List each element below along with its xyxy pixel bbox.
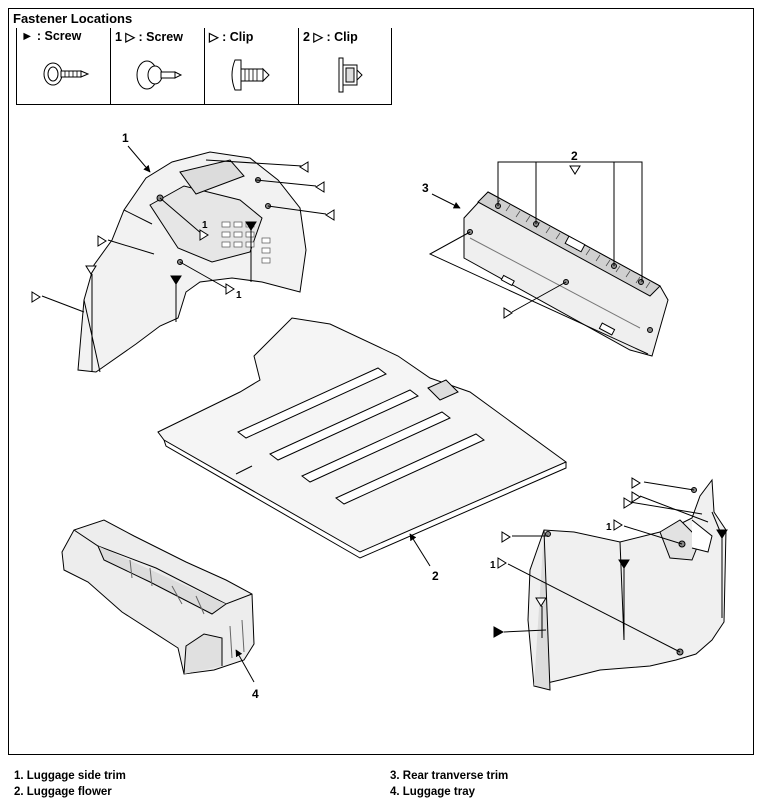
screw-symbols	[170, 221, 728, 638]
clip-symbol	[31, 291, 41, 303]
fastener-label-screw: ► : Screw	[21, 29, 82, 43]
screw-washer-symbol	[613, 519, 623, 531]
legend-item-2: 2. Luggage flower	[14, 786, 112, 798]
clip-symbol	[299, 161, 309, 173]
clip-symbol	[85, 265, 97, 275]
fastener-label-screw-washer: 1 ▷ : Screw	[115, 30, 183, 44]
fastener-marker-1b: 1	[236, 290, 242, 301]
clip-symbol	[325, 209, 335, 221]
clip-symbol	[569, 165, 581, 175]
push-clip-icon	[231, 59, 270, 91]
clip-symbol	[535, 597, 547, 607]
screw-symbol	[618, 559, 630, 569]
screw-with-washer-icon	[136, 60, 183, 90]
numbered-fastener-symbols	[199, 229, 623, 569]
clip-symbol	[501, 531, 511, 543]
fastener-cell-clip: ▷ : Clip	[204, 28, 298, 105]
fastener-cell-screw-washer: 1 ▷ : Screw	[110, 28, 204, 105]
fastener-locations-title: Fastener Locations	[13, 11, 133, 26]
callout-arrows	[127, 145, 461, 683]
clip-symbol	[623, 497, 633, 509]
fastener-cell-retainer-clip: 2 ▷ : Clip	[298, 28, 392, 105]
screw-icon	[43, 62, 90, 86]
leader-lines	[41, 159, 723, 653]
fastener-cell-screw: ► : Screw	[17, 28, 110, 105]
callout-part-3: 3	[422, 181, 429, 195]
luggage-side-trim-right	[527, 478, 727, 691]
fastener-marker-1d: 1	[490, 560, 496, 571]
luggage-floor-board	[157, 317, 567, 559]
screw-symbol	[170, 275, 182, 285]
retainer-clip-icon	[338, 57, 363, 93]
legend-item-1: 1. Luggage side trim	[14, 770, 126, 782]
callout-part-4: 4	[252, 687, 259, 701]
clip-symbol	[631, 477, 641, 489]
callout-part-2-top: 2	[571, 149, 578, 163]
screw-washer-symbol	[497, 557, 507, 569]
screw-symbol	[493, 626, 505, 638]
luggage-tray	[61, 519, 255, 675]
screw-symbol	[716, 529, 728, 539]
luggage-side-trim-left	[77, 151, 307, 373]
fastener-legend-table: ► : Screw 1 ▷ : Screw ▷ : Cl	[16, 28, 392, 105]
screw-washer-symbol	[199, 229, 209, 241]
fastener-marker-1c: 1	[606, 522, 612, 533]
clip-symbol	[503, 307, 513, 319]
fastener-label-clip: ▷ : Clip	[209, 30, 254, 44]
rear-transverse-trim	[463, 191, 669, 357]
clip-symbol	[631, 491, 641, 503]
callout-part-2-floor: 2	[432, 569, 439, 583]
screw-symbol	[245, 221, 257, 231]
screw-washer-symbol	[225, 283, 235, 295]
fastener-label-retainer-clip: 2 ▷ : Clip	[303, 30, 358, 44]
exploded-view-diagram: 1 2 3 2 4 1 1 1 1	[31, 131, 728, 701]
callout-part-1: 1	[122, 131, 129, 145]
diagram-frame	[8, 8, 754, 755]
clip-symbols	[31, 161, 641, 607]
clip-symbol	[97, 235, 107, 247]
clip-symbol	[315, 181, 325, 193]
legend-item-3: 3. Rear tranverse trim	[390, 770, 509, 782]
legend-item-4: 4. Luggage tray	[390, 786, 475, 798]
fastener-marker-1a: 1	[202, 220, 208, 231]
